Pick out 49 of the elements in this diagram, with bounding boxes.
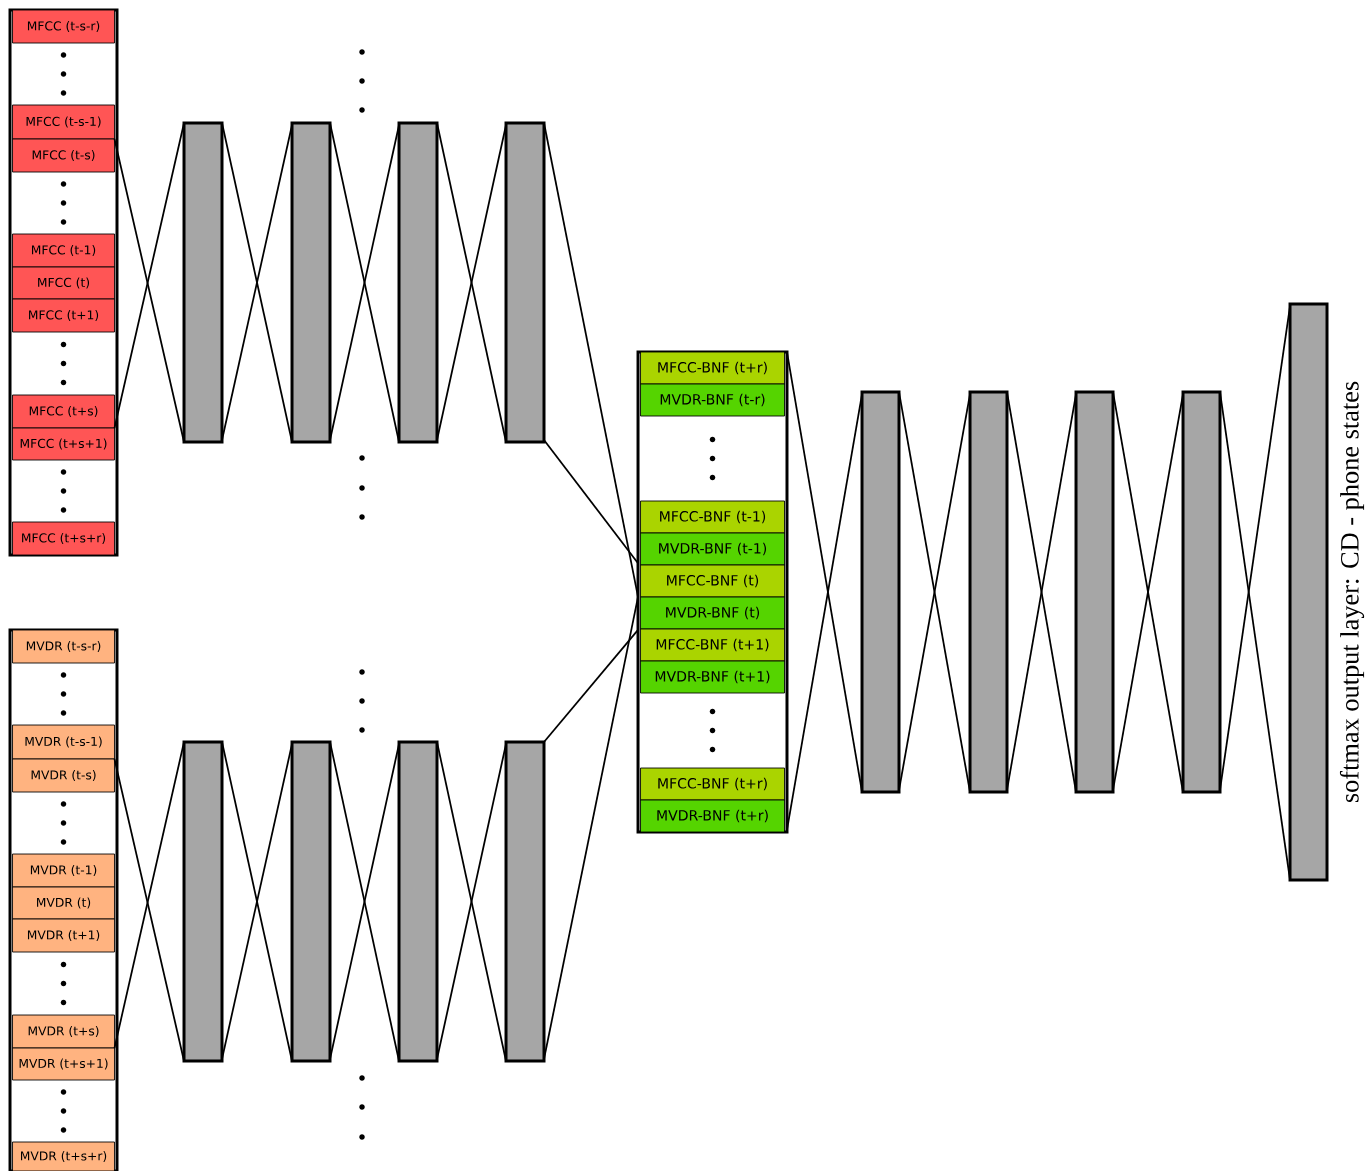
feature-cell: MVDR-BNF (t+1) <box>640 660 785 694</box>
feature-cell: MVDR (t+s+1) <box>12 1047 115 1081</box>
feature-cell: MFCC (t+s+1) <box>12 427 115 461</box>
hidden-layer-bar <box>504 121 546 444</box>
feature-cell: MFCC (t+s+r) <box>12 521 115 556</box>
feature-cell: MVDR (t-s-1) <box>12 724 115 760</box>
feature-cell: MFCC-BNF (t+r) <box>640 351 785 385</box>
connection-line <box>1219 305 1291 791</box>
feature-cell: MFCC (t-s-1) <box>12 104 115 140</box>
feature-cell: MVDR-BNF (t-1) <box>640 532 785 566</box>
feature-cell: MFCC (t-s-r) <box>12 9 115 44</box>
feature-cell: MVDR-BNF (t-r) <box>640 383 785 417</box>
feature-cell: MVDR (t) <box>12 886 115 920</box>
connection-line <box>543 629 639 743</box>
feature-cell: MFCC-BNF (t+r) <box>640 767 785 801</box>
feature-cell: MVDR (t+s+r) <box>12 1141 115 1171</box>
hidden-layer-bar <box>1181 390 1222 794</box>
connection-line <box>1219 391 1291 881</box>
connection-line <box>543 595 639 1060</box>
feature-cell: MFCC (t-s) <box>12 138 115 173</box>
feature-cell: MFCC (t+1) <box>12 298 115 333</box>
feature-cell: MFCC-BNF (t+1) <box>640 628 785 662</box>
hidden-layer-bar <box>397 121 439 444</box>
feature-cell: MVDR (t+s) <box>12 1014 115 1049</box>
connection-line <box>543 122 639 598</box>
hidden-layer-bar <box>182 740 224 1063</box>
feature-cell: MVDR (t-1) <box>12 853 115 888</box>
feature-cell: MVDR-BNF (t+r) <box>640 799 785 833</box>
feature-cell: MFCC-BNF (t-1) <box>640 500 785 534</box>
feature-cell: MVDR (t-s) <box>12 758 115 793</box>
feature-cell: MFCC-BNF (t) <box>640 564 785 598</box>
hidden-layer-bar <box>504 740 546 1063</box>
hidden-layer-bar <box>397 740 439 1063</box>
feature-cell: MFCC (t) <box>12 266 115 300</box>
connection-line <box>543 439 639 565</box>
layer-label: softmax output layer: CD - phone states <box>1339 381 1365 803</box>
feature-cell: MVDR (t+1) <box>12 918 115 953</box>
hidden-layer-bar <box>1074 390 1115 794</box>
hidden-layer-bar <box>860 390 901 794</box>
feature-cell: MFCC (t+s) <box>12 394 115 429</box>
connection-line <box>786 393 863 831</box>
connection-line <box>786 351 863 793</box>
hidden-layer-bar <box>182 121 224 444</box>
feature-cell: MFCC (t-1) <box>12 233 115 268</box>
feature-cell: MVDR-BNF (t) <box>640 596 785 630</box>
hidden-layer-bar <box>290 121 332 444</box>
feature-cell: MVDR (t-s-r) <box>12 629 115 664</box>
hidden-layer-bar <box>290 740 332 1063</box>
hidden-layer-bar <box>968 390 1009 794</box>
